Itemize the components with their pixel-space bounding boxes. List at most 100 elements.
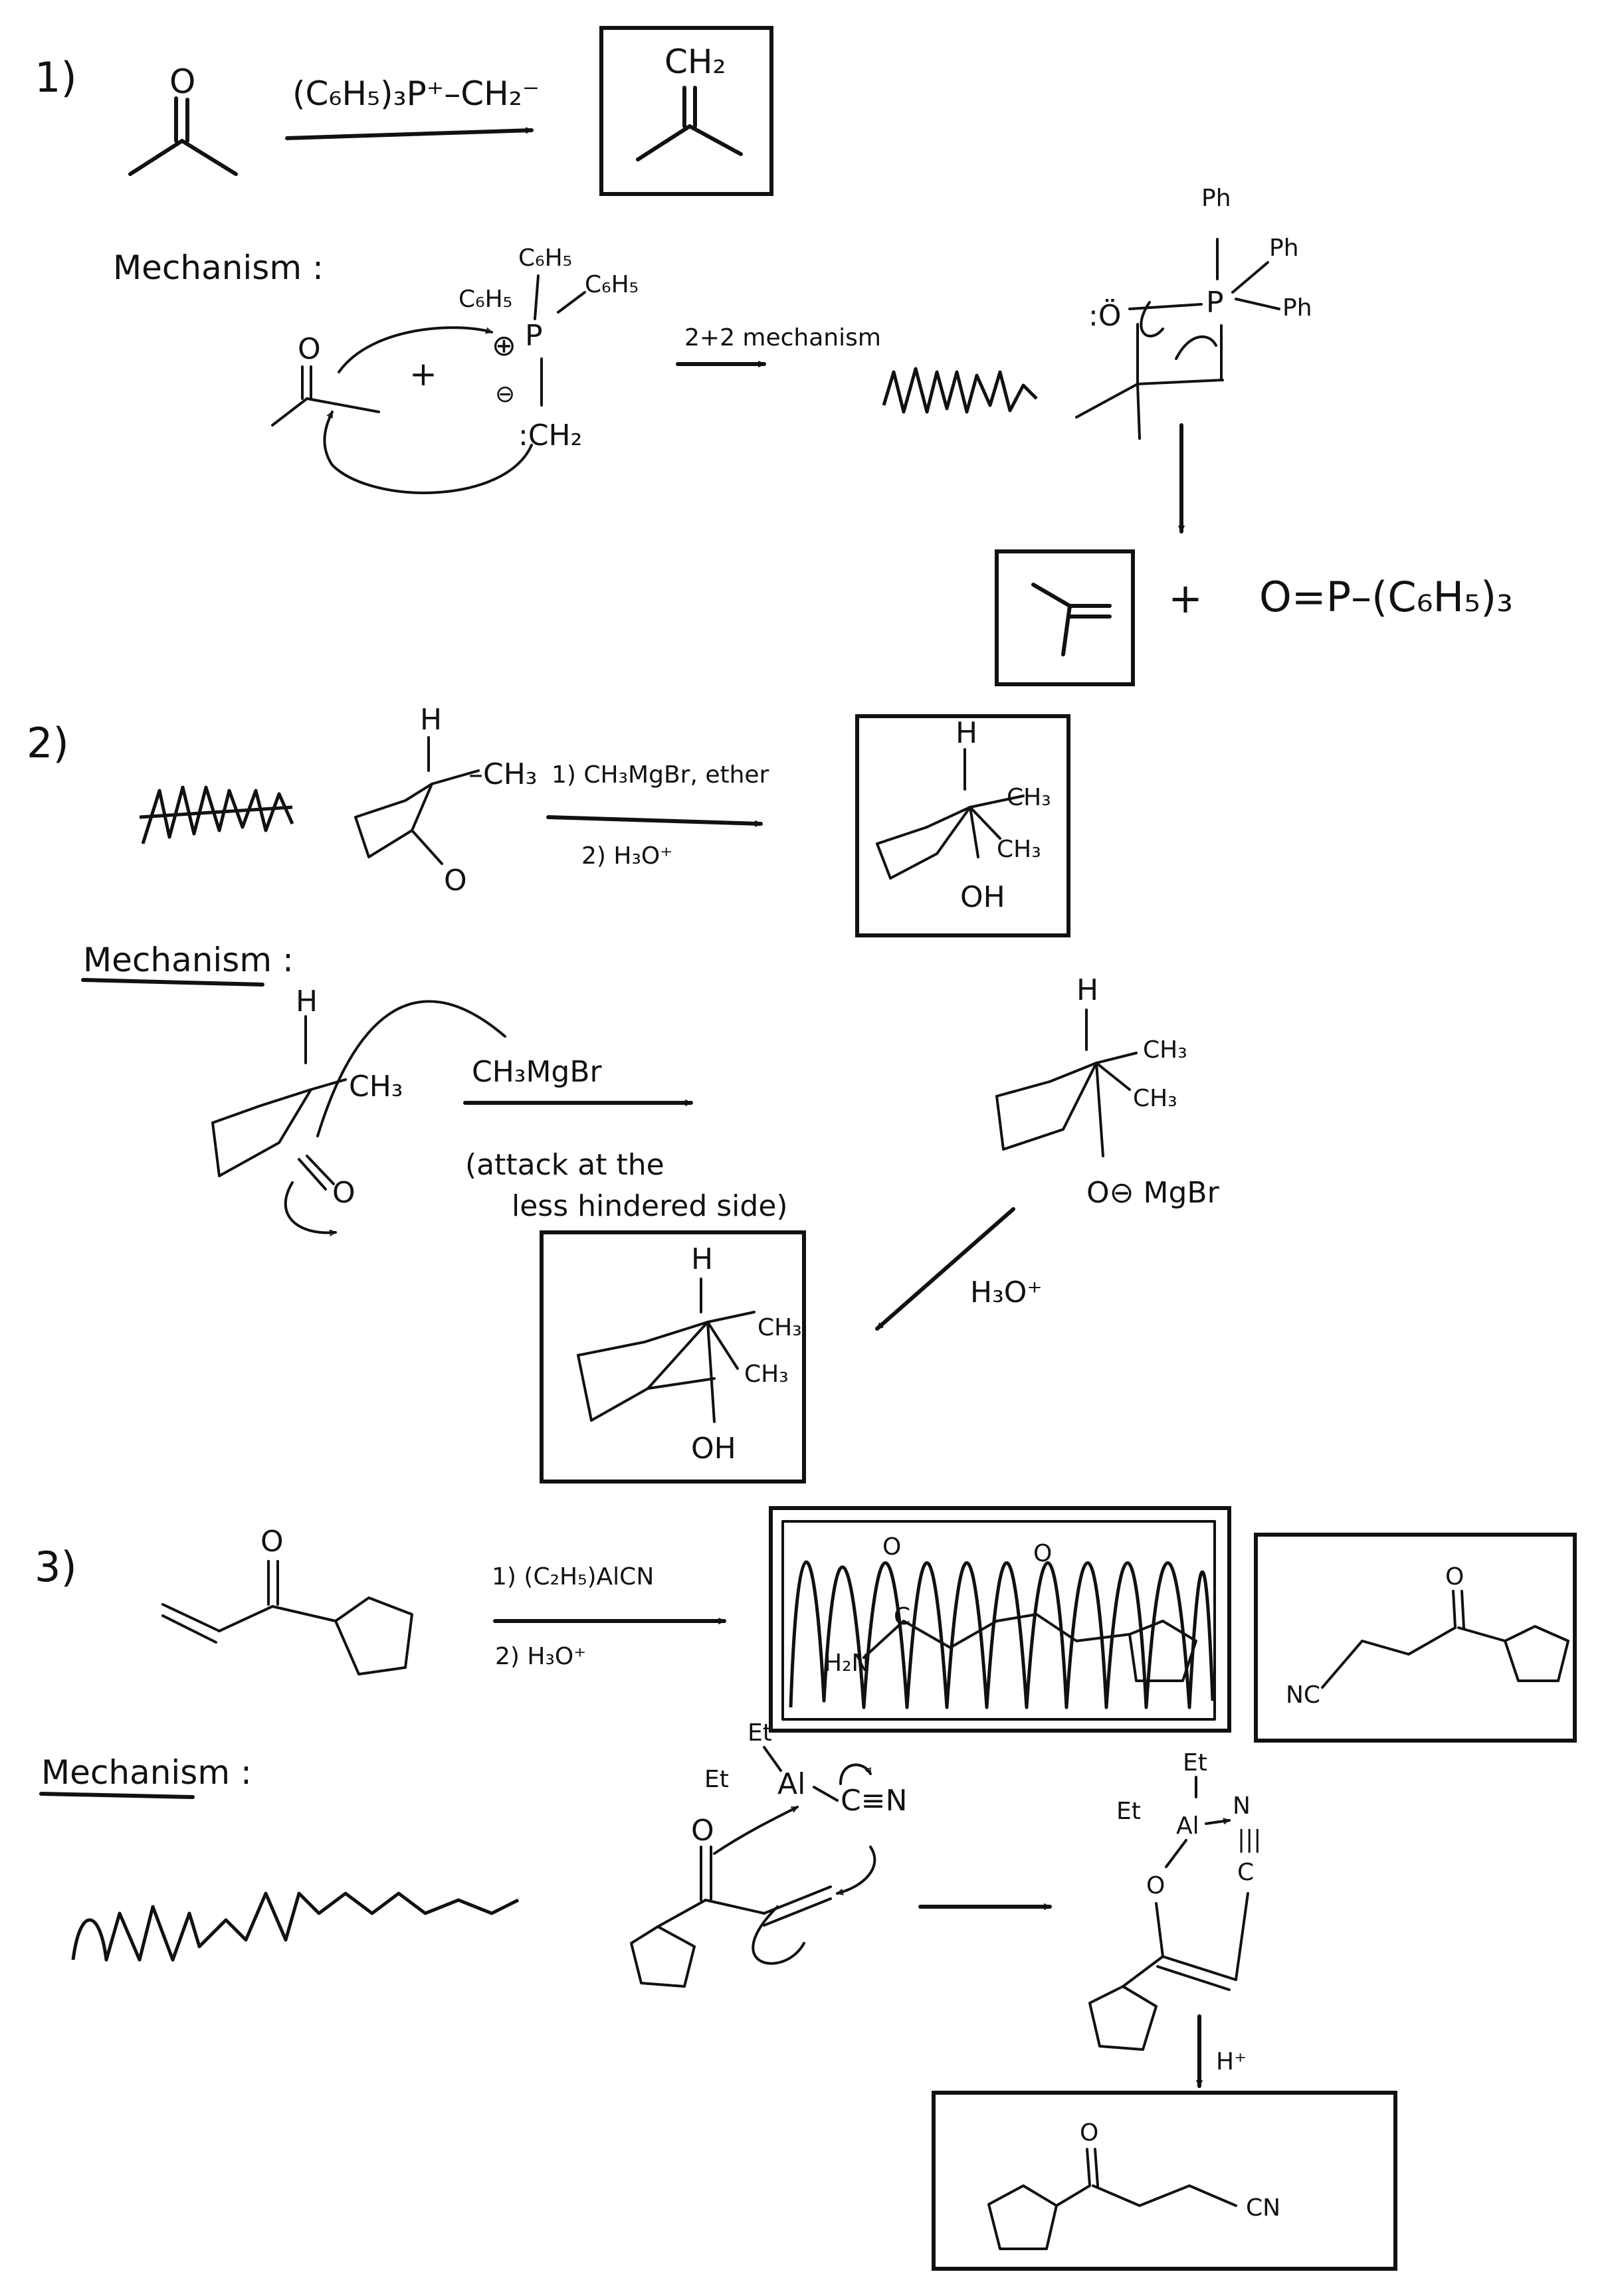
start-cyclohexanone: H O –CH₃ (354, 703, 537, 898)
intermediate-omgbr: O⊖ MgBr (1086, 1176, 1220, 1210)
mechanism-label-2: Mechanism : (83, 941, 294, 979)
grignard-step2: 2) H₃O⁺ (581, 842, 672, 870)
product-box-1: CH₂ (599, 26, 773, 196)
start-ch3-label: –CH₃ (468, 757, 537, 791)
final-ch3-a: CH₃ (758, 1314, 802, 1341)
mech-enone: O (630, 1806, 876, 1988)
int-ethyl-left: Et (1116, 1798, 1141, 1825)
int-oxygen: O (1146, 1872, 1165, 1899)
mech-ketone-oxygen: O (298, 332, 321, 366)
mech-ch3-label: CH₃ (349, 1070, 403, 1103)
alkene-product-box (995, 549, 1135, 686)
grignard-step1: 1) CH₃MgBr, ether (552, 761, 769, 789)
alkoxide-intermediate: H CH₃ CH₃ O⊖ MgBr (995, 973, 1220, 1210)
al-cyano: C≡N (841, 1784, 908, 1818)
intermediate-ch3-a: CH₃ (1143, 1036, 1187, 1064)
product-box-3: NC O (1254, 1533, 1577, 1743)
mech-cyclohexanone: H O CH₃ (211, 985, 506, 1233)
intermediate-ch3-b: CH₃ (1133, 1085, 1177, 1112)
oxaphosphetane-oxygen: :Ö (1088, 298, 1121, 333)
ylide-phosphorus: P (525, 319, 543, 353)
problem-number-1: 1) (35, 53, 77, 102)
mech-grignard-label: CH₃MgBr (472, 1055, 603, 1089)
product-oh-label: OH (960, 880, 1005, 914)
int-al-atom: Al (1176, 1812, 1199, 1840)
ylide-plus-charge: ⊕ (492, 329, 516, 363)
reaction-arrow-2 (546, 815, 763, 824)
mechanism-label-1: Mechanism : (113, 248, 324, 287)
oxaphosphetane-structure: :Ö P Ph Ph Ph (1075, 185, 1312, 440)
al-ethyl-top: Et (748, 1719, 772, 1747)
two-plus-two-label: 2+2 mechanism (684, 324, 881, 351)
int-nitrogen: N (1233, 1792, 1251, 1820)
final-product-box-2: H CH₃ CH₃ OH (540, 1230, 806, 1483)
attack-note-line2: less hindered side) (512, 1189, 788, 1223)
attack-note-line1: (attack at the (465, 1148, 664, 1182)
crossed-out-scribble-2 (139, 785, 294, 844)
final-oxygen: O (1080, 2119, 1098, 2147)
intermediate-h-label: H (1076, 973, 1098, 1007)
ylide-structure: C₆H₅ C₆H₅ C₆H₅ ⊕ P ⊖ :CH₂ (458, 244, 639, 452)
protonation-label: H⁺ (1216, 2048, 1247, 2075)
al-ethyl-left: Et (704, 1766, 729, 1793)
crossed-out-scribble (882, 367, 1038, 414)
final-product-box-3: O CN (932, 2091, 1397, 2271)
product-box-2: H CH₃ CH₃ OH (855, 714, 1070, 937)
problem-2: 2) H O –CH₃ 1) CH₃MgBr, ether 2) H₃O⁺ H … (27, 703, 1220, 1483)
crossed-out-product-box: O O H₂N C (769, 1506, 1231, 1733)
phosphine-oxide-byproduct: O=P–(C₆H₅)₃ (1259, 573, 1513, 621)
problem-1: 1) O (C₆H₅)₃P⁺–CH₂⁻ CH₂ Mechanism : O (35, 26, 1513, 686)
start-h-label: H (420, 703, 442, 737)
ylide-phenyl-top: C₆H₅ (518, 244, 572, 272)
diethylaluminum-cyanide: Et Et Al C≡N (704, 1719, 908, 1818)
mechanism-underline-3 (39, 1792, 195, 1799)
crossed-out-scribble-3 (71, 1891, 520, 1962)
crossed-oxygen-1: O (882, 1533, 901, 1561)
problem-3: 3) O 1) (C₂H₅)AlCN 2) H₃O⁺ O O H₂N C (35, 1506, 1577, 2271)
plus-sign-products: + (1168, 574, 1203, 622)
ylide-minus-charge: ⊖ (495, 381, 515, 408)
start-enone-oxygen: O (260, 1525, 284, 1559)
plus-sign-mech: + (409, 355, 437, 393)
phenyl-top-label: Ph (1201, 185, 1231, 212)
ylide-ch2-label: :CH₂ (518, 419, 582, 452)
wittig-reagent-label: (C₆H₅)₃P⁺–CH₂⁻ (292, 74, 540, 113)
ylide-phenyl-left: C₆H₅ (458, 286, 512, 313)
start-enone: O (161, 1525, 413, 1675)
reaction-arrow (285, 130, 534, 140)
mechanism-underline-2 (81, 978, 264, 987)
final-h-label: H (691, 1242, 713, 1276)
problem-number-3: 3) (35, 1543, 77, 1591)
alcn-step1: 1) (C₂H₅)AlCN (492, 1563, 654, 1590)
acetone-structure: O (128, 62, 238, 176)
int-carbon: C (1237, 1859, 1254, 1886)
product-nc-label: NC (1286, 1681, 1320, 1709)
final-ch3-b: CH₃ (744, 1361, 789, 1388)
phenyl-right-1: Ph (1269, 235, 1299, 262)
mech-oxygen: O (332, 1176, 355, 1210)
problem-number-2: 2) (27, 719, 69, 767)
acetone-oxygen-label: O (169, 62, 195, 101)
int-triple-bond: ||| (1237, 1826, 1261, 1853)
workup-h3o-label: H₃O⁺ (970, 1276, 1043, 1309)
mech-enone-oxygen: O (691, 1814, 714, 1848)
ylide-phenyl-right: C₆H₅ (585, 271, 639, 298)
workup-arrow (875, 1207, 1015, 1331)
product-h-label: H (956, 716, 977, 750)
product-ch3-b: CH₃ (997, 836, 1041, 863)
al-atom: Al (777, 1767, 805, 1801)
mech-ketone: O + (271, 326, 533, 494)
product-ch2-label: CH₂ (664, 43, 726, 81)
aluminum-enolate: Et Et Al N ||| C O (1088, 1749, 1261, 2051)
product-ch3-a: CH₃ (1007, 784, 1051, 811)
phenyl-right-2: Ph (1282, 294, 1312, 322)
product-oxygen: O (1445, 1563, 1464, 1590)
final-cyano-label: CN (1246, 2194, 1280, 2222)
alcn-step2: 2) H₃O⁺ (495, 1643, 586, 1670)
int-ethyl-top: Et (1183, 1749, 1207, 1776)
final-oh-label: OH (691, 1432, 736, 1466)
start-oxygen: O (444, 864, 467, 898)
mechanism-label-3: Mechanism : (41, 1753, 252, 1792)
oxaphosphetane-phosphorus: P (1206, 286, 1224, 320)
